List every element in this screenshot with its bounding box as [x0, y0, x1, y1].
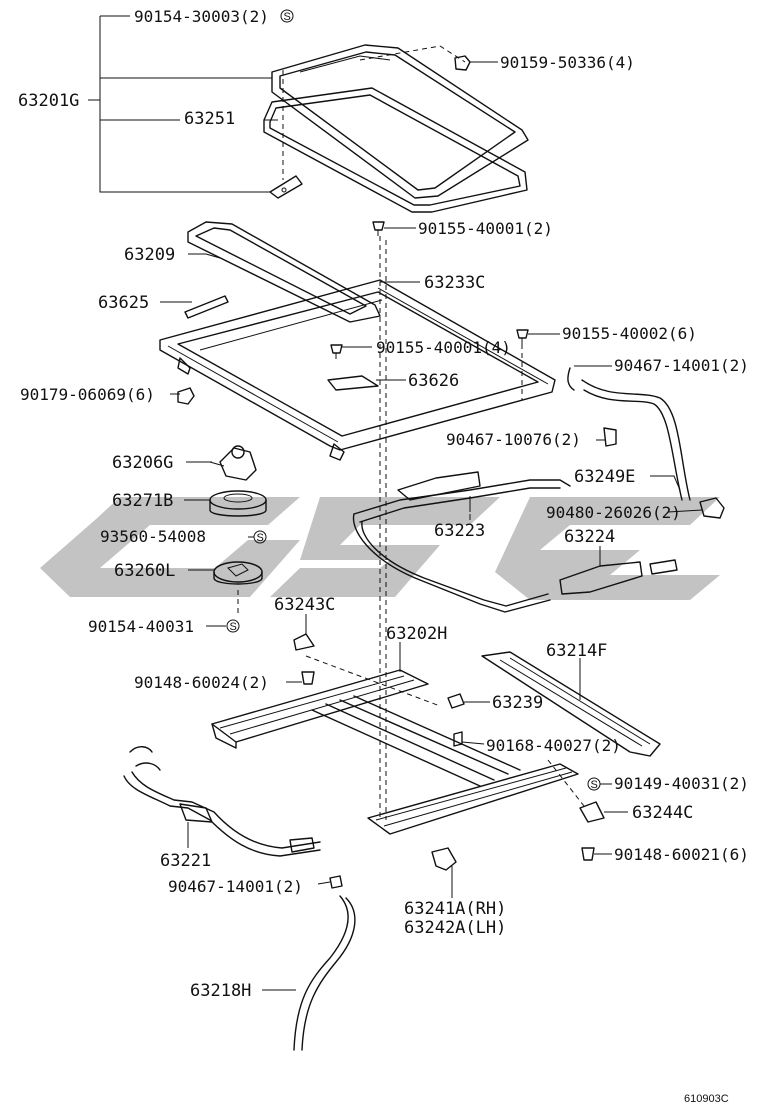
- drawing-code: 610903C: [684, 1093, 729, 1105]
- part-labels: 90154-30003(2) 90159-50336(4) 63201G 632…: [18, 7, 749, 1105]
- label-63242A: 63242A(LH): [404, 918, 506, 938]
- label-63243C: 63243C: [274, 595, 335, 615]
- motor-parts: [209, 445, 267, 633]
- rail-frame: [211, 633, 661, 871]
- label-90179-06069: 90179-06069(6): [20, 385, 155, 404]
- label-90148-60024: 90148-60024(2): [134, 673, 269, 692]
- glass-assembly: [263, 44, 529, 213]
- drain-hose-front: [293, 875, 356, 1051]
- alignment-lines: [305, 236, 585, 820]
- label-63218H: 63218H: [190, 981, 251, 1001]
- label-90155-40001-b: 90155-40001(4): [376, 338, 511, 357]
- label-90159-50336: 90159-50336(4): [500, 53, 635, 72]
- label-63251: 63251: [184, 109, 235, 129]
- label-63626: 63626: [408, 371, 459, 391]
- label-93560-54008: 93560-54008: [100, 527, 206, 546]
- leader-lines: [88, 15, 703, 991]
- label-90168-40027: 90168-40027(2): [486, 736, 621, 755]
- housing-frame: [159, 279, 556, 461]
- label-63201G: 63201G: [18, 91, 79, 111]
- label-90154-40031: 90154-40031: [88, 617, 194, 636]
- label-63241A: 63241A(RH): [404, 899, 506, 919]
- s-mark-4: [587, 777, 601, 791]
- label-63244C: 63244C: [632, 803, 693, 823]
- label-90149-40031: 90149-40031(2): [614, 774, 749, 793]
- fasteners: [177, 221, 617, 447]
- s-mark-4-text: S: [591, 779, 598, 791]
- label-63223: 63223: [434, 521, 485, 541]
- front-cable: [123, 746, 321, 857]
- s-mark-3-text: S: [230, 621, 237, 633]
- drain-hose-rear: [581, 379, 725, 519]
- label-63224: 63224: [564, 527, 615, 547]
- label-63221: 63221: [160, 851, 211, 871]
- label-63206G: 63206G: [112, 453, 173, 473]
- label-63271B: 63271B: [112, 491, 173, 511]
- label-63625: 63625: [98, 293, 149, 313]
- s-mark-1-text: S: [284, 11, 291, 23]
- label-63202H: 63202H: [386, 624, 447, 644]
- label-63214F: 63214F: [546, 641, 607, 661]
- label-63249E: 63249E: [574, 467, 635, 487]
- label-63209: 63209: [124, 245, 175, 265]
- watermark-logo: [40, 497, 720, 600]
- label-90148-60021: 90148-60021(6): [614, 845, 749, 864]
- label-63233C: 63233C: [424, 273, 485, 293]
- label-90155-40002: 90155-40002(6): [562, 324, 697, 343]
- label-90467-14001-b: 90467-14001(2): [168, 877, 303, 896]
- label-90467-10076: 90467-10076(2): [446, 430, 581, 449]
- label-90155-40001-a: 90155-40001(2): [418, 219, 553, 238]
- label-90154-30003: 90154-30003(2): [134, 7, 269, 26]
- label-63260L: 63260L: [114, 561, 175, 581]
- s-mark-1: [280, 9, 294, 23]
- label-90467-14001-a: 90467-14001(2): [614, 356, 749, 375]
- label-63239: 63239: [492, 693, 543, 713]
- label-90480-26026: 90480-26026(2): [546, 503, 681, 522]
- s-mark-2-text: S: [257, 532, 264, 544]
- s-marks: S S S S: [230, 9, 601, 791]
- deflector-frame: [187, 221, 381, 323]
